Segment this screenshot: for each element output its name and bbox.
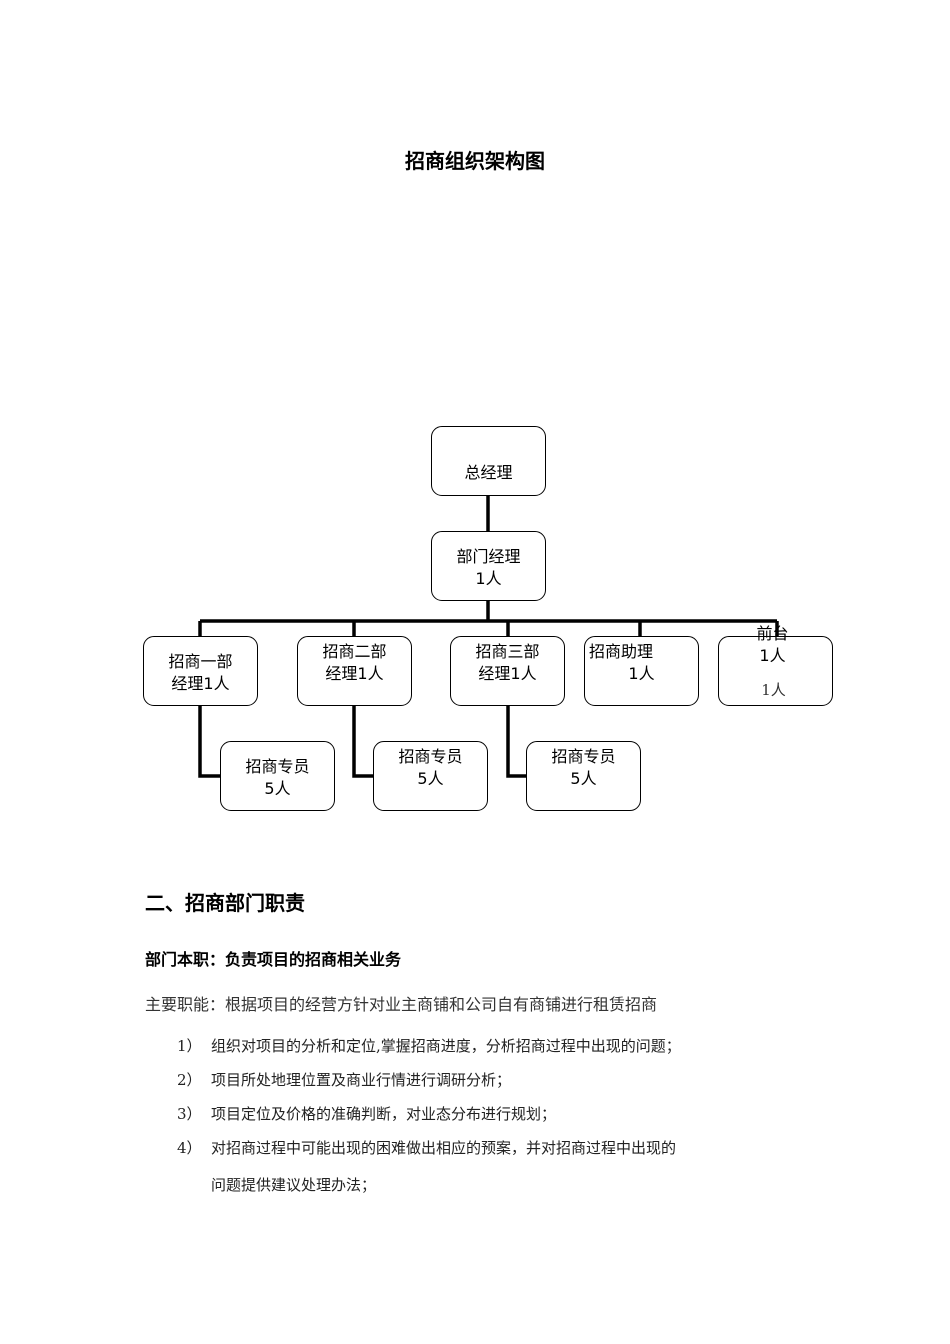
node-count: 经理1人 [478, 664, 537, 683]
node-label: 招商一部 [168, 652, 233, 671]
node-label: 招商助理 [589, 642, 654, 661]
node-count: 5人 [264, 779, 291, 798]
node-dept3-staff: 招商专员 5人 [526, 741, 641, 811]
duty-number: 2） [177, 1071, 202, 1089]
node-label: 招商三部 [475, 642, 540, 661]
node-reception: 前台 1人 1人 [718, 624, 833, 706]
node-dept1-staff: 招商专员 5人 [220, 741, 335, 811]
node-dept3-manager: 招商三部 经理1人 [450, 636, 565, 706]
node-label: 招商专员 [398, 747, 463, 766]
node-count: 经理1人 [171, 674, 230, 693]
node-label: 部门经理 [456, 547, 521, 566]
duty-text: 项目所处地理位置及商业行情进行调研分析； [211, 1071, 512, 1089]
duty-text: 项目定位及价格的准确判断，对业态分布进行规划； [211, 1105, 557, 1123]
duty-number: 1） [177, 1037, 202, 1055]
node-department-manager: 部门经理 1人 [431, 531, 546, 601]
connector-dept3-staff3 [506, 706, 527, 778]
node-count: 1人 [475, 569, 502, 588]
duty-text: 对招商过程中可能出现的困难做出相应的预案，并对招商过程中出现的 [211, 1139, 677, 1157]
node-label: 招商专员 [551, 747, 616, 766]
node-count: 经理1人 [325, 664, 384, 683]
node-dept2-staff: 招商专员 5人 [373, 741, 488, 811]
duty-number: 3） [177, 1105, 202, 1123]
node-label: 总经理 [464, 463, 513, 482]
node-label: 招商专员 [245, 757, 310, 776]
department-duty: 部门本职：负责项目的招商相关业务 [145, 950, 402, 969]
duty-number: 4） [177, 1139, 202, 1157]
connector-dept2-staff2 [352, 706, 374, 778]
node-count: 5人 [417, 769, 444, 788]
node-count: 1人 [628, 664, 655, 683]
connector-dept1-staff1 [198, 706, 221, 778]
section-heading: 二、招商部门职责 [145, 891, 305, 915]
node-general-manager: 总经理 [431, 426, 546, 496]
node-count: 5人 [570, 769, 597, 788]
node-dept2-manager: 招商二部 经理1人 [297, 636, 412, 706]
node-dept1-manager: 招商一部 经理1人 [143, 636, 258, 706]
node-count: 1人 [759, 646, 786, 665]
duty-text: 组织对项目的分析和定位,掌握招商进度，分析招商过程中出现的问题； [211, 1037, 681, 1055]
node-label: 前台 [756, 624, 789, 643]
node-label: 招商二部 [322, 642, 387, 661]
main-function: 主要职能：根据项目的经营方针对业主商铺和公司自有商铺进行租赁招商 [145, 995, 658, 1014]
node-count-secondary: 1人 [761, 681, 786, 699]
duty-text: 问题提供建议处理办法； [211, 1176, 377, 1194]
node-assistant: 招商助理 1人 [584, 636, 699, 706]
document-title: 招商组织架构图 [405, 149, 545, 173]
